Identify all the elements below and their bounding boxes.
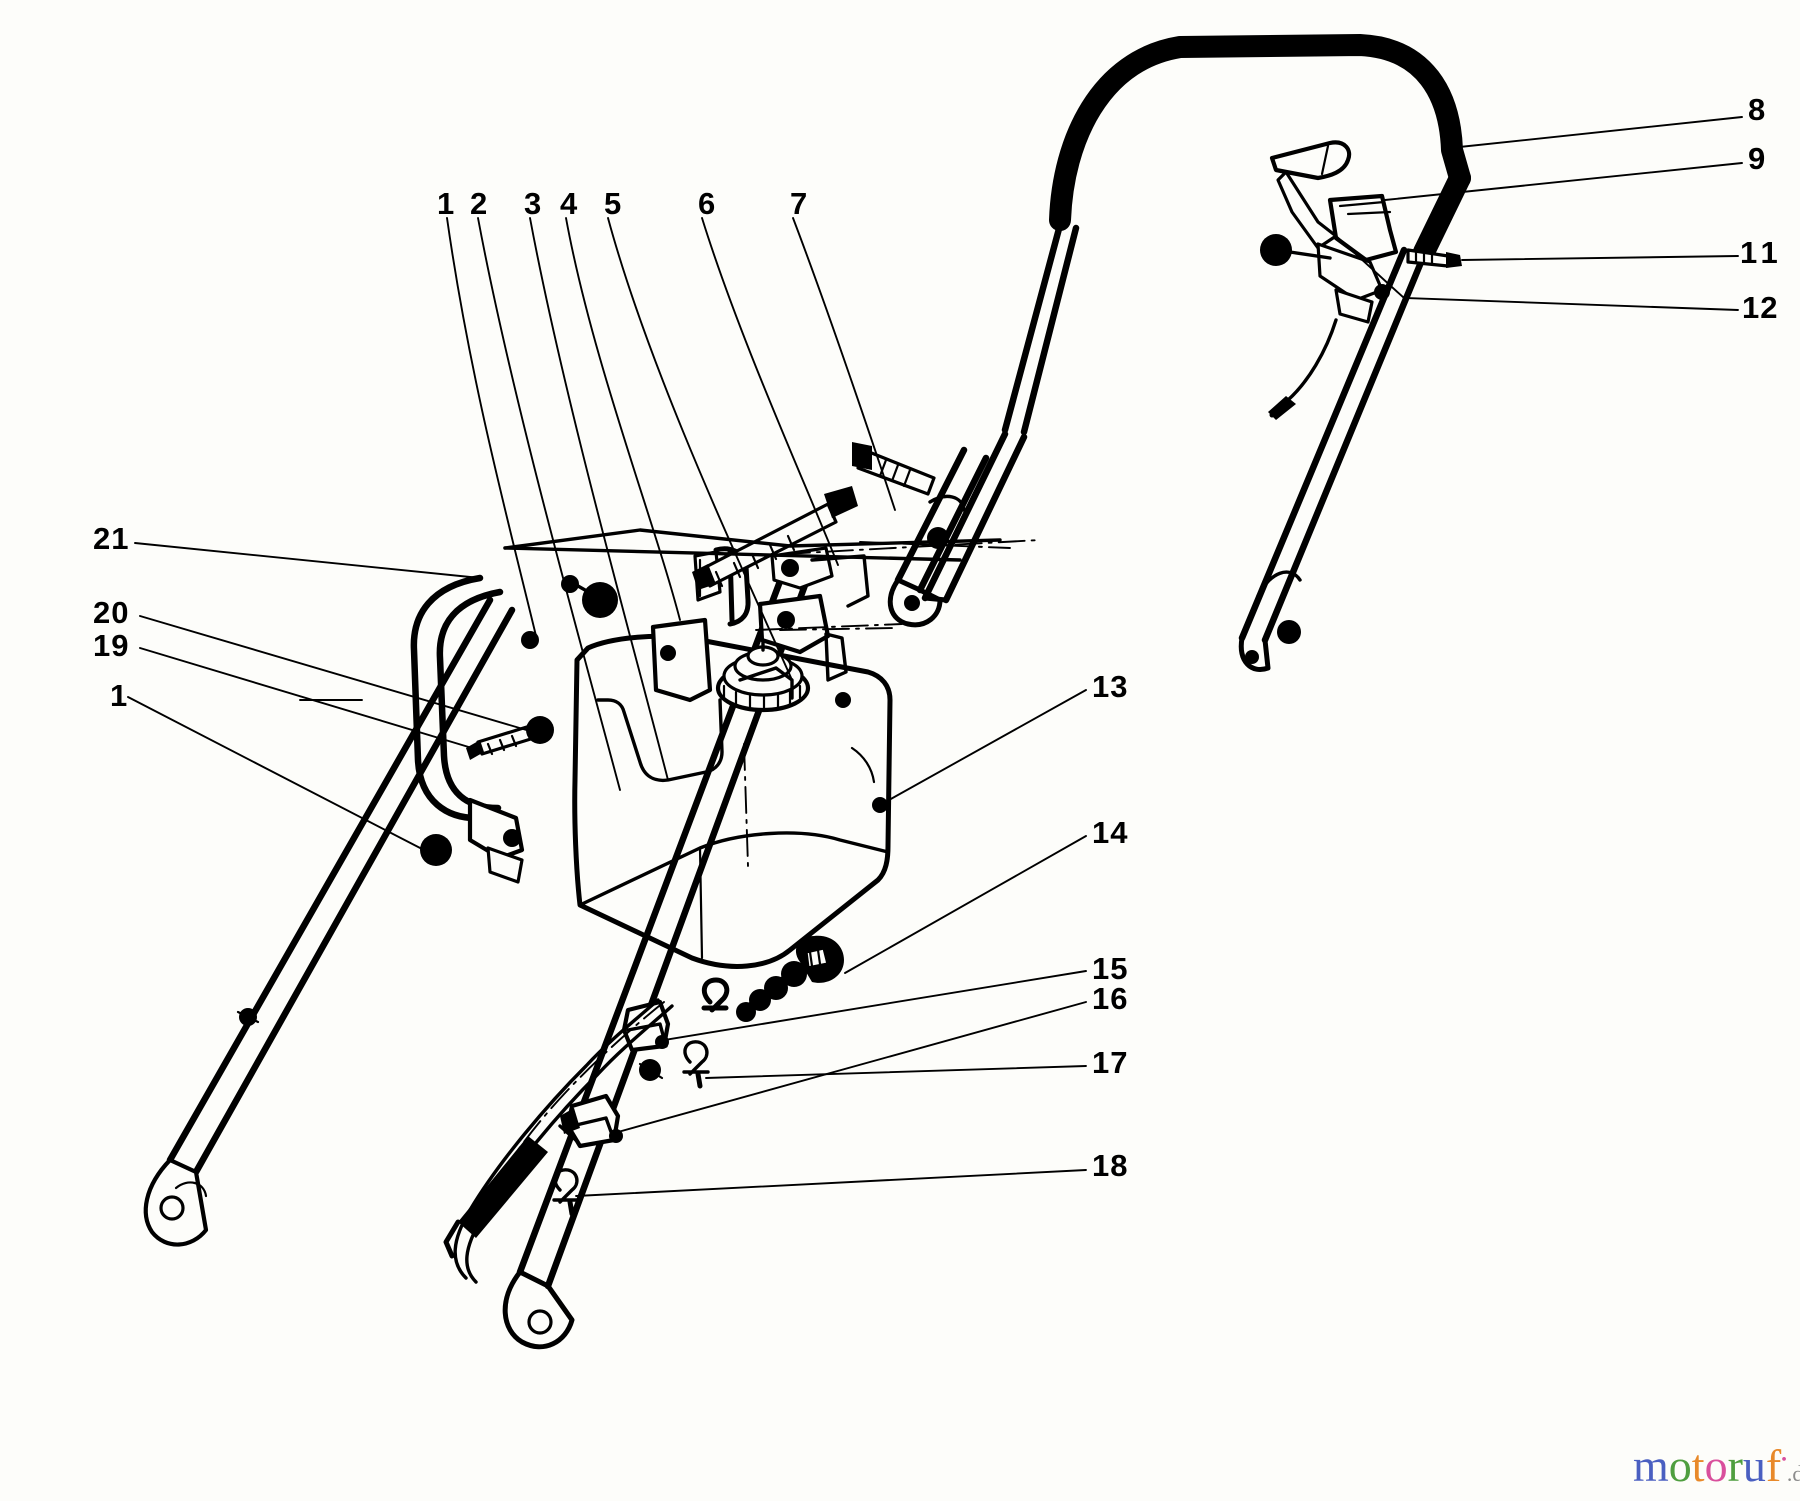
bolt-item-11	[1406, 248, 1462, 268]
callout-label-17: 17	[1092, 1045, 1129, 1080]
callout-label-5: 5	[604, 186, 623, 221]
leader-lines	[127, 116, 1743, 1197]
watermark-letter-o2: o	[1704, 1440, 1728, 1491]
callout-label-1: 1	[437, 186, 456, 221]
callout-label-21: 21	[93, 521, 130, 556]
callout-label-19: 19	[93, 628, 130, 663]
bolt-item-19	[466, 716, 554, 760]
callout-label-11: 11	[1740, 235, 1783, 270]
knob-item-1-upper	[521, 575, 618, 649]
callout-label-13: 13	[1092, 669, 1129, 704]
handle-end-flattened	[503, 446, 1041, 628]
watermark-suffix: .de	[1786, 1461, 1800, 1486]
tank-mount-brackets	[650, 546, 903, 703]
throttle-control-assembly	[1260, 140, 1462, 420]
clip-item-18	[552, 1168, 580, 1217]
callout-label-20: 20	[93, 595, 130, 630]
callout-label-12: 12	[1742, 290, 1779, 325]
watermark-dot-icon: •	[1781, 1451, 1787, 1469]
lower-handle-assembly	[143, 574, 554, 1247]
callout-label-2: 2	[470, 186, 489, 221]
callout-label-3: 3	[524, 186, 543, 221]
callout-label-8: 8	[1748, 92, 1767, 127]
callout-label-9: 9	[1748, 141, 1767, 176]
cotter-pin-item-17	[682, 1040, 710, 1089]
bolt-item-7	[852, 442, 936, 496]
fuel-shutoff-valve	[701, 935, 844, 1022]
right-lower-handle-tube	[1238, 246, 1428, 672]
watermark-letter-o1: o	[1668, 1440, 1692, 1491]
callout-label-7: 7	[790, 186, 809, 221]
watermark-letter-m: m	[1633, 1440, 1669, 1491]
watermark-letter-u: u	[1742, 1440, 1766, 1491]
nut-item-16	[560, 1093, 623, 1149]
motoruf-watermark: motoruf•.de	[1633, 1443, 1800, 1489]
watermark-letter-r: r	[1727, 1440, 1743, 1491]
callout-label-6: 6	[698, 186, 717, 221]
watermark-letter-f: f	[1765, 1440, 1782, 1491]
upper-handle-bar-group	[1001, 34, 1471, 436]
callout-label-1-left: 1	[110, 678, 129, 713]
watermark-letter-t: t	[1691, 1440, 1705, 1491]
callout-label-15: 15	[1092, 951, 1129, 986]
callout-label-4: 4	[560, 186, 579, 221]
callout-label-16: 16	[1092, 981, 1129, 1016]
callout-label-18: 18	[1092, 1148, 1129, 1183]
control-cable-lower	[443, 998, 674, 1284]
left-lower-handle-tube	[921, 430, 1028, 604]
fuel-tank	[572, 624, 893, 969]
callout-label-14: 14	[1092, 815, 1129, 850]
